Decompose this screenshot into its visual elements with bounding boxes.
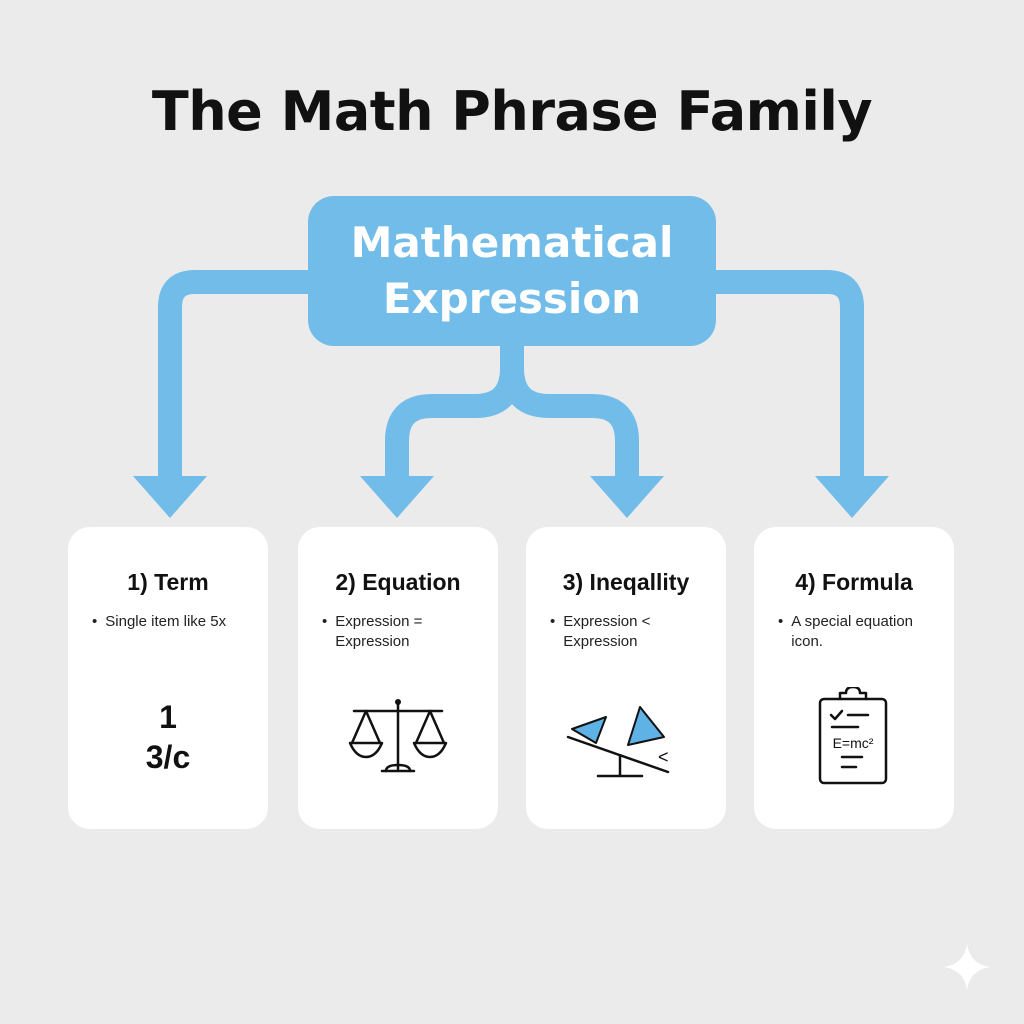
bullet-dot: •: [550, 613, 556, 630]
formula-text: E=mc²: [833, 735, 874, 751]
card-term: 1) Term • Single item like 5x 1 3/c: [68, 527, 268, 829]
arrowhead-4: [815, 476, 889, 518]
term-numerator: 1: [159, 699, 177, 735]
bullet-text: Expression < Expression: [563, 613, 651, 650]
card-title: 1) Term: [127, 569, 209, 595]
card-bullet: • Single item like 5x: [82, 612, 254, 632]
bullet-text: Expression = Expression: [335, 613, 423, 650]
root-node-mathematical-expression: Mathematical Expression: [308, 196, 716, 346]
sparkle-icon: [944, 944, 990, 990]
root-label-line1: Mathematical: [350, 218, 674, 267]
card-bullet: • A special equation icon.: [768, 612, 940, 652]
bullet-text: A special equation icon.: [791, 613, 914, 650]
small-triangle: [571, 716, 607, 744]
clipboard-formula-icon: E=mc²: [818, 687, 888, 785]
card-bullet: • Expression = Expression: [312, 612, 484, 652]
term-example: 1 3/c: [68, 697, 268, 777]
large-triangle: [627, 706, 665, 746]
arrow-center-left: [385, 340, 524, 482]
bullet-text: Single item like 5x: [105, 613, 227, 630]
less-than-symbol: <: [658, 747, 669, 767]
arrowhead-1: [133, 476, 207, 518]
bullet-dot: •: [322, 613, 328, 630]
card-bullet: • Expression < Expression: [540, 612, 712, 652]
balance-scale-icon: [348, 699, 448, 773]
arrow-center-right: [500, 340, 639, 482]
card-equation: 2) Equation • Expression = Expression: [298, 527, 498, 829]
seesaw-icon: <: [566, 706, 670, 778]
arrowhead-2: [360, 476, 434, 518]
bullet-dot: •: [778, 613, 784, 630]
card-title: 4) Formula: [795, 569, 913, 595]
arrowhead-3: [590, 476, 664, 518]
page-title: The Math Phrase Family: [151, 80, 873, 143]
term-denominator: 3/c: [145, 739, 191, 775]
card-title: 2) Equation: [335, 569, 461, 595]
arrow-left: [158, 270, 312, 482]
card-inequality: 3) Ineqallity • Expression < Expression …: [526, 527, 726, 829]
card-title: 3) Ineqallity: [562, 569, 690, 595]
root-label-line2: Expression: [382, 274, 642, 323]
card-formula: 4) Formula • A special equation icon. E=…: [754, 527, 954, 829]
bullet-dot: •: [92, 613, 98, 630]
arrow-right: [712, 270, 864, 482]
